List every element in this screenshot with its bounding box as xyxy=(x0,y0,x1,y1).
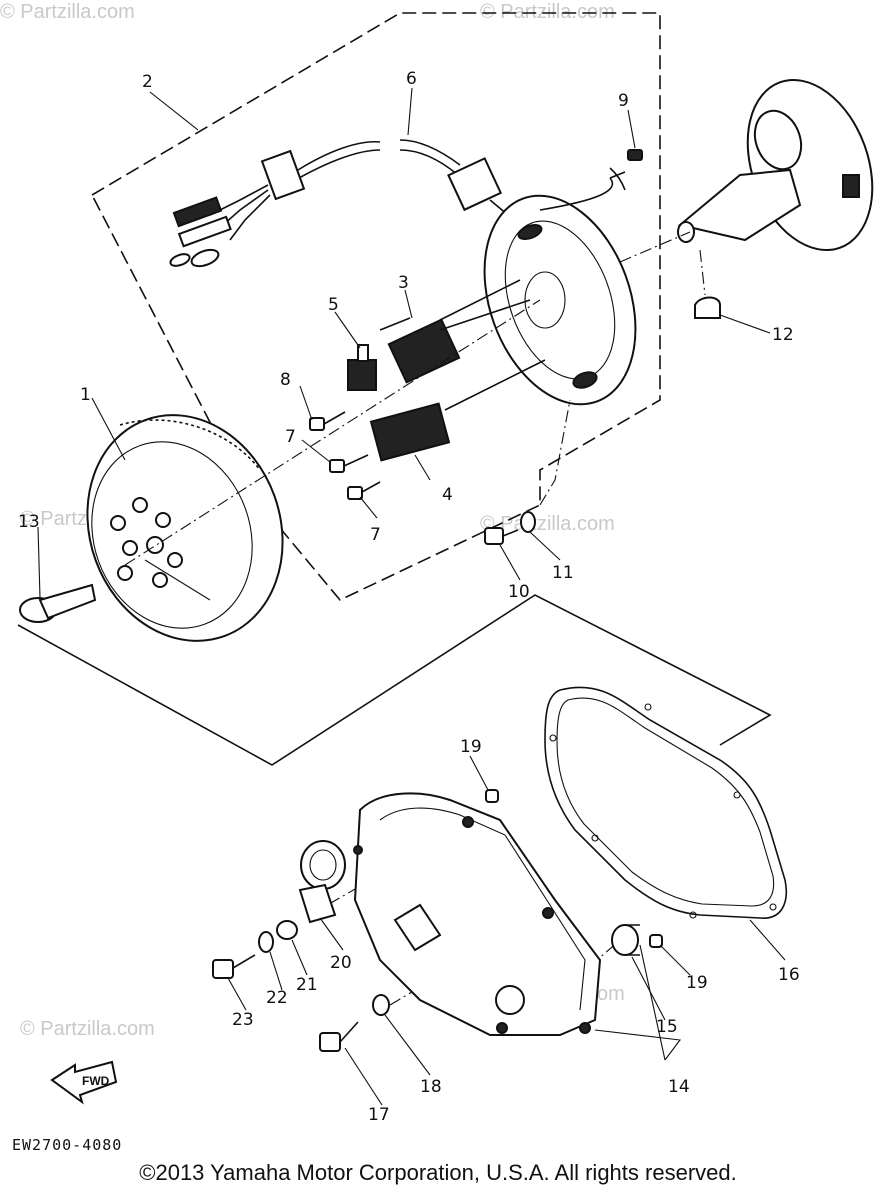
centerline-flywheel xyxy=(124,299,541,566)
washer-22 xyxy=(258,931,274,953)
coil-5 xyxy=(347,344,377,391)
copyright-notice: ©2013 Yamaha Motor Corporation, U.S.A. A… xyxy=(139,1160,737,1185)
callout-10: 10 xyxy=(508,582,530,602)
collar-21 xyxy=(276,920,298,940)
callout-22: 22 xyxy=(266,988,288,1008)
screw-8 xyxy=(309,411,346,431)
centerline-key xyxy=(699,249,706,296)
collar-15 xyxy=(611,924,640,956)
washer-18 xyxy=(372,994,390,1016)
callout-8: 8 xyxy=(280,370,291,390)
centerline-stator xyxy=(619,231,691,263)
clamp-20 xyxy=(298,840,346,924)
callout-17: 17 xyxy=(368,1105,390,1125)
stator-plate xyxy=(483,171,637,406)
crankcase-cover xyxy=(353,792,602,1036)
callout-23: 23 xyxy=(232,1010,254,1030)
pickup-coil-3 xyxy=(379,279,531,384)
wire-harness xyxy=(169,139,536,268)
callouts: 2 6 9 3 5 8 7 4 7 1 13 12 10 11 19 16 19… xyxy=(18,69,800,1125)
bolt-10 xyxy=(484,527,519,545)
callout-1: 1 xyxy=(80,385,91,405)
callout-2: 2 xyxy=(142,72,153,92)
watermark-bottom-left: © Partzilla.com xyxy=(20,1018,155,1040)
screw-7b xyxy=(347,481,381,500)
exploded-parts-diagram: © Partzilla.com © Partzilla.com © Partzi… xyxy=(0,1,874,1154)
woodruff-key-12 xyxy=(694,296,721,319)
callout-15: 15 xyxy=(656,1017,678,1037)
bolt-17 xyxy=(319,1021,359,1052)
gasket xyxy=(544,686,787,919)
callout-4: 4 xyxy=(442,485,453,505)
callout-3: 3 xyxy=(398,273,409,293)
dowel-19a xyxy=(485,789,499,803)
flywheel-boundary-line xyxy=(17,594,772,766)
callout-5: 5 xyxy=(328,295,339,315)
callout-6: 6 xyxy=(406,69,417,89)
forward-arrow-icon: FWD xyxy=(50,1060,118,1105)
leader-lines xyxy=(37,87,786,1106)
dowel-19b xyxy=(649,934,663,948)
rotor-hub xyxy=(677,78,874,252)
bolt-23 xyxy=(212,954,256,979)
callout-18: 18 xyxy=(420,1077,442,1097)
callout-7b: 7 xyxy=(370,525,381,545)
callout-19b: 19 xyxy=(686,973,708,993)
bolt-13 xyxy=(19,583,97,623)
screw-9 xyxy=(609,149,643,191)
screw-7a xyxy=(329,454,369,473)
callout-13: 13 xyxy=(18,512,40,532)
callout-7a: 7 xyxy=(285,427,296,447)
callout-20: 20 xyxy=(330,953,352,973)
callout-16: 16 xyxy=(778,965,800,985)
callout-11: 11 xyxy=(552,563,574,583)
callout-19a: 19 xyxy=(460,737,482,757)
callout-21: 21 xyxy=(296,975,318,995)
callout-12: 12 xyxy=(772,325,794,345)
drawing-code: EW2700-4080 xyxy=(12,1136,122,1154)
charge-coil-4 xyxy=(369,359,546,462)
watermark-top-left: © Partzilla.com xyxy=(0,1,135,23)
watermark-top-center: © Partzilla.com xyxy=(480,1,615,23)
flywheel xyxy=(86,414,284,642)
fwd-label: FWD xyxy=(82,1074,110,1088)
centerline-bolt10 xyxy=(539,399,571,506)
callout-14: 14 xyxy=(668,1077,690,1097)
watermark-center: © Partzilla.com xyxy=(480,513,615,535)
callout-9: 9 xyxy=(618,91,629,111)
washer-11 xyxy=(520,511,536,533)
